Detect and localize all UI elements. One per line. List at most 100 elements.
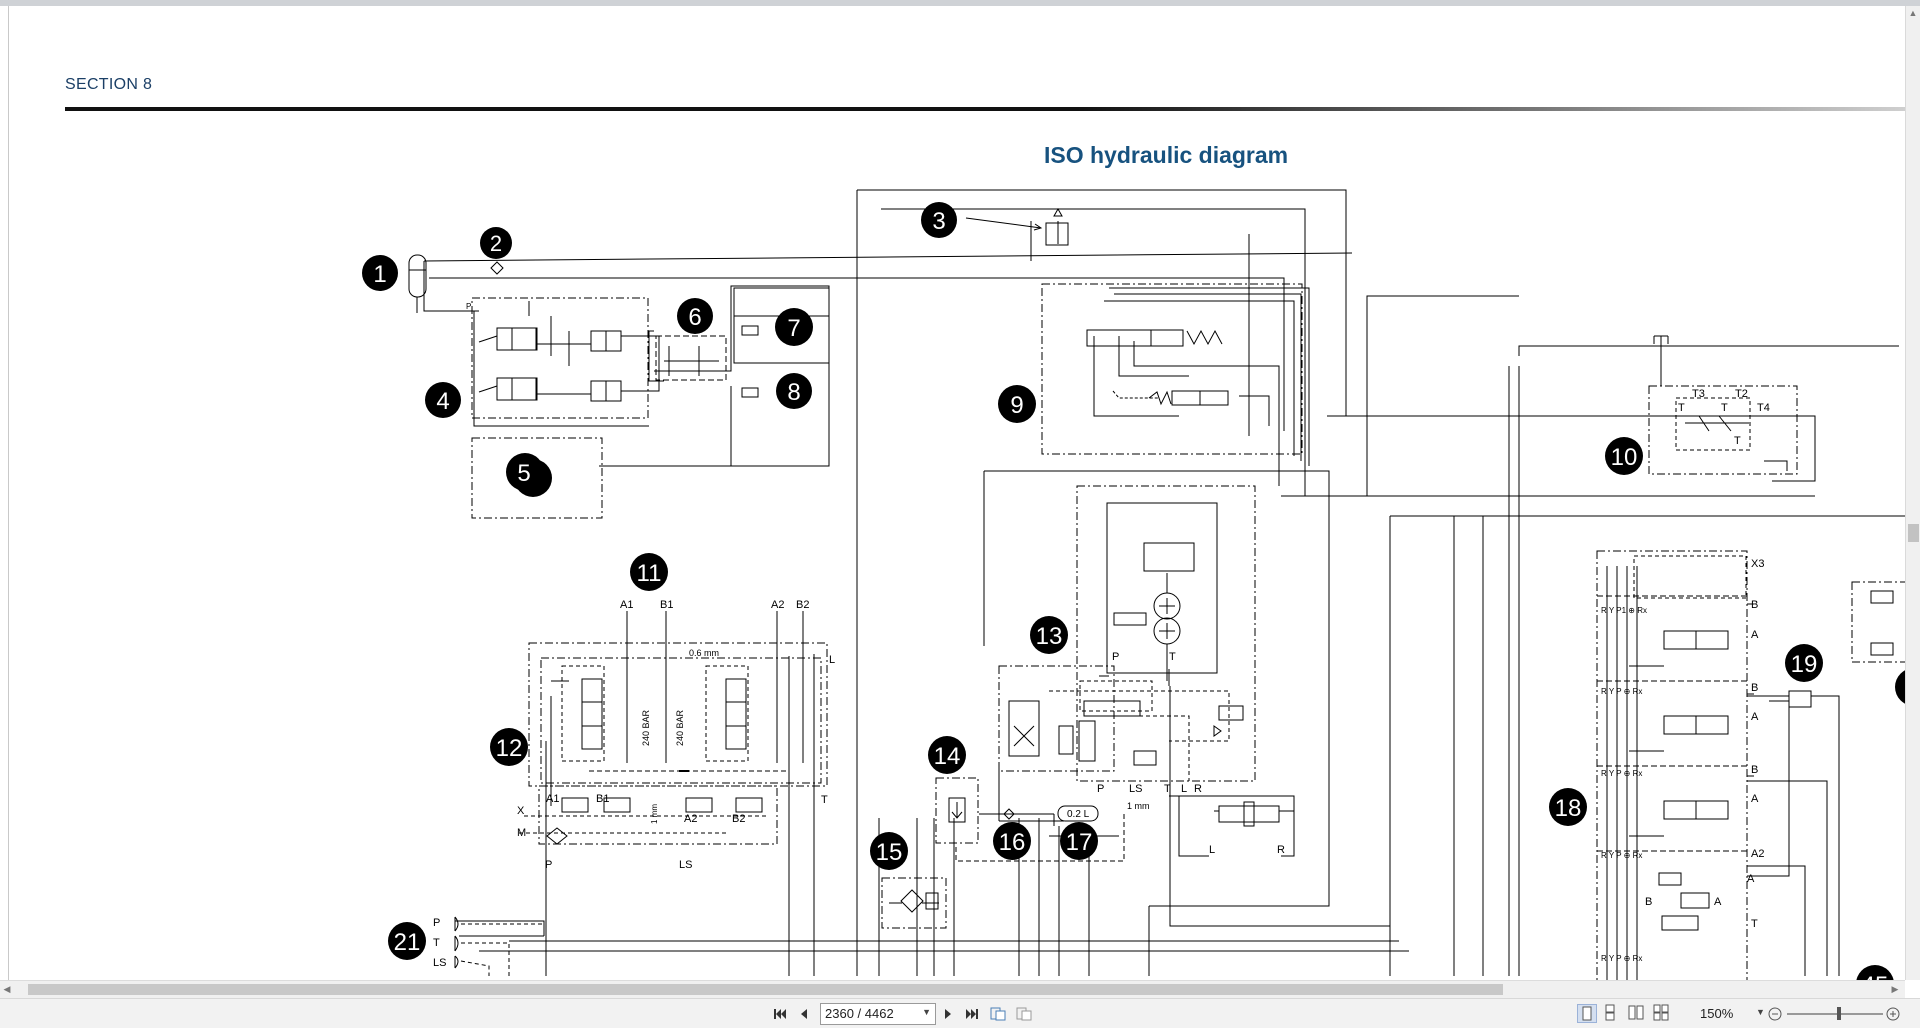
label-a2-lower: A2 bbox=[684, 813, 697, 825]
page-indicator: 2360 / 4462 bbox=[825, 1006, 894, 1021]
vertical-scroll-thumb[interactable] bbox=[1908, 524, 1919, 542]
callout-2: 2 bbox=[490, 231, 502, 256]
label-orifice-06: 0.6 mm bbox=[689, 648, 719, 658]
next-view-icon[interactable] bbox=[1014, 1004, 1034, 1024]
callout-14: 14 bbox=[934, 743, 961, 770]
label-t-13: T bbox=[1169, 651, 1176, 663]
callout-12: 12 bbox=[496, 735, 523, 762]
label-orifice-1: 1 mm bbox=[650, 804, 659, 824]
zoom-out-icon[interactable] bbox=[1765, 1004, 1785, 1024]
label-240-bar-b: 240 BAR bbox=[675, 709, 685, 746]
zoom-level[interactable]: 150% bbox=[1700, 1006, 1734, 1021]
label-a-18a: A bbox=[1751, 629, 1759, 641]
zoom-slider-track[interactable] bbox=[1787, 1013, 1883, 1015]
label-t-main: T bbox=[433, 937, 440, 949]
label-ports-18c: R Y P ⊕ Rx bbox=[1601, 769, 1642, 778]
label-l-cyl: L bbox=[1209, 844, 1215, 856]
first-page-icon[interactable] bbox=[770, 1004, 790, 1024]
prev-page-icon[interactable] bbox=[794, 1004, 814, 1024]
chevron-down-icon[interactable]: ▼ bbox=[922, 1007, 931, 1017]
scroll-up-icon[interactable]: ▲ bbox=[1908, 8, 1918, 18]
callout-13: 13 bbox=[1036, 623, 1063, 650]
label-r-cyl: R bbox=[1277, 844, 1285, 856]
label-a1: A1 bbox=[620, 599, 633, 611]
label-t4: T4 bbox=[1757, 402, 1770, 414]
callout-8: 8 bbox=[787, 379, 800, 406]
single-page-view-icon[interactable] bbox=[1577, 1004, 1597, 1023]
window-top-edge bbox=[0, 0, 1920, 6]
zoom-dropdown-icon[interactable]: ▼ bbox=[1756, 1007, 1765, 1017]
horizontal-scrollbar[interactable]: ◀ ▶ bbox=[0, 980, 1905, 998]
document-scroll-area[interactable]: SECTION 8 ISO hydraulic diagram bbox=[0, 6, 1905, 980]
label-ports-18b: R Y P ⊕ Rx bbox=[1601, 687, 1642, 696]
label-l-port: L bbox=[829, 654, 835, 666]
continuous-view-icon[interactable] bbox=[1601, 1004, 1621, 1023]
callout-1: 1 bbox=[373, 261, 386, 288]
label-t3: T3 bbox=[1692, 388, 1705, 400]
label-ports-18e: R Y P ⊕ Rx bbox=[1601, 954, 1642, 963]
scroll-right-icon[interactable]: ▶ bbox=[1891, 984, 1899, 994]
scroll-left-icon[interactable]: ◀ bbox=[3, 984, 11, 994]
label-p-lower: P bbox=[545, 859, 552, 871]
label-a-18c: A bbox=[1751, 793, 1759, 805]
callout-16: 16 bbox=[999, 829, 1026, 856]
label-ports-13-ls: LS bbox=[1129, 783, 1142, 795]
zoom-in-icon[interactable] bbox=[1883, 1004, 1903, 1024]
callout-10: 10 bbox=[1611, 444, 1638, 471]
label-a-18d: A bbox=[1747, 873, 1755, 885]
label-ls-main: LS bbox=[433, 957, 446, 969]
document-page: SECTION 8 ISO hydraulic diagram bbox=[8, 6, 1905, 980]
label-ports-18a: R Y P1 ⊕ Rx bbox=[1601, 606, 1647, 615]
label-m-port: M bbox=[517, 827, 526, 839]
zoom-slider-handle[interactable] bbox=[1837, 1007, 1841, 1020]
label-orifice-17: 1 mm bbox=[1127, 801, 1150, 811]
label-t-18: T bbox=[1751, 918, 1758, 930]
label-ports-13-r: R bbox=[1194, 783, 1202, 795]
next-page-icon[interactable] bbox=[938, 1004, 958, 1024]
label-p-small: P bbox=[466, 302, 471, 311]
callout-17: 17 bbox=[1066, 829, 1093, 856]
callout-19: 19 bbox=[1791, 651, 1818, 678]
label-ports-13-t: T bbox=[1164, 783, 1171, 795]
label-ports-13-p: P bbox=[1097, 783, 1104, 795]
label-ls-lower: LS bbox=[679, 859, 692, 871]
callout-4: 4 bbox=[436, 388, 449, 415]
callout-6: 6 bbox=[688, 304, 701, 331]
label-t-10a: T bbox=[1678, 402, 1685, 414]
label-240-bar-a: 240 BAR bbox=[641, 709, 651, 746]
callout-15: 15 bbox=[876, 839, 903, 866]
label-p-13: P bbox=[1112, 651, 1119, 663]
section-label: SECTION 8 bbox=[65, 76, 153, 93]
label-a-18e: A bbox=[1714, 896, 1722, 908]
callout-18: 18 bbox=[1555, 795, 1582, 822]
hydraulic-schematic: 1 2 3 4 11 6 7 8 9 10 12 13 14 15 16 17 bbox=[362, 189, 1905, 980]
diagram-title: ISO hydraulic diagram bbox=[1044, 142, 1289, 168]
page-number-input[interactable]: 2360 / 4462 ▼ bbox=[820, 1003, 936, 1025]
horizontal-scroll-thumb[interactable] bbox=[28, 984, 1503, 995]
last-page-icon[interactable] bbox=[962, 1004, 982, 1024]
label-t2: T2 bbox=[1735, 388, 1748, 400]
label-b-18a: B bbox=[1751, 599, 1758, 611]
label-p-main: P bbox=[433, 917, 440, 929]
previous-view-icon[interactable] bbox=[988, 1004, 1008, 1024]
vertical-scrollbar[interactable]: ▲ bbox=[1905, 6, 1920, 980]
label-t-port: T bbox=[821, 794, 828, 806]
section-divider bbox=[65, 107, 1905, 111]
label-b1: B1 bbox=[660, 599, 673, 611]
label-b1-lower: B1 bbox=[596, 793, 609, 805]
facing-view-icon[interactable] bbox=[1627, 1004, 1647, 1023]
label-b-18c: B bbox=[1751, 764, 1758, 776]
callout-3: 3 bbox=[932, 208, 945, 235]
label-volume-17: 0.2 L bbox=[1067, 809, 1090, 820]
label-a-18b: A bbox=[1751, 711, 1759, 723]
label-a1-lower: A1 bbox=[546, 793, 559, 805]
label-b2: B2 bbox=[796, 599, 809, 611]
callout-45: 45 bbox=[1862, 972, 1889, 980]
label-b-18d: B bbox=[1645, 896, 1652, 908]
continuous-facing-view-icon[interactable] bbox=[1652, 1004, 1672, 1023]
label-x3: X3 bbox=[1751, 558, 1764, 570]
label-x-port: X bbox=[517, 805, 525, 817]
label-t-10c: T bbox=[1734, 435, 1741, 447]
label-a2: A2 bbox=[771, 599, 784, 611]
label-a2-18: A2 bbox=[1751, 848, 1764, 860]
